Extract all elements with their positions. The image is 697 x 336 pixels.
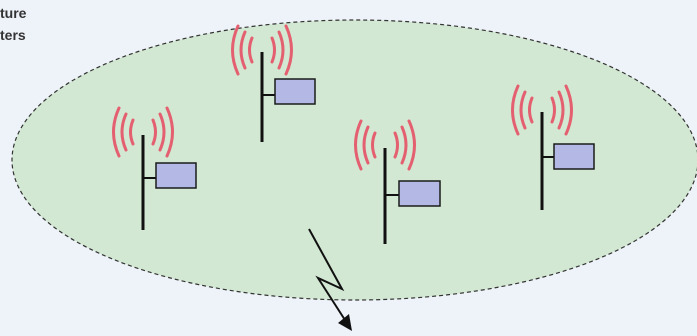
coverage-zone xyxy=(11,19,697,301)
radio-module-icon xyxy=(553,143,595,170)
caption-line-1: ture xyxy=(0,5,27,21)
antenna-waves-icon xyxy=(354,119,416,171)
radio-module-icon xyxy=(398,180,441,207)
wireless-link-icon xyxy=(308,228,352,331)
antenna-waves-icon xyxy=(112,106,174,158)
radio-module-icon xyxy=(155,162,197,189)
radio-module-icon xyxy=(274,78,316,105)
radio-node-2 xyxy=(112,106,197,230)
antenna-waves-icon xyxy=(231,24,293,76)
radio-node-1 xyxy=(231,24,316,142)
antenna-waves-icon xyxy=(511,84,573,136)
radio-node-4 xyxy=(511,84,595,210)
caption-line-2: ters xyxy=(0,27,26,43)
caption-text: ture ters xyxy=(0,2,48,46)
radio-node-3 xyxy=(354,119,441,244)
